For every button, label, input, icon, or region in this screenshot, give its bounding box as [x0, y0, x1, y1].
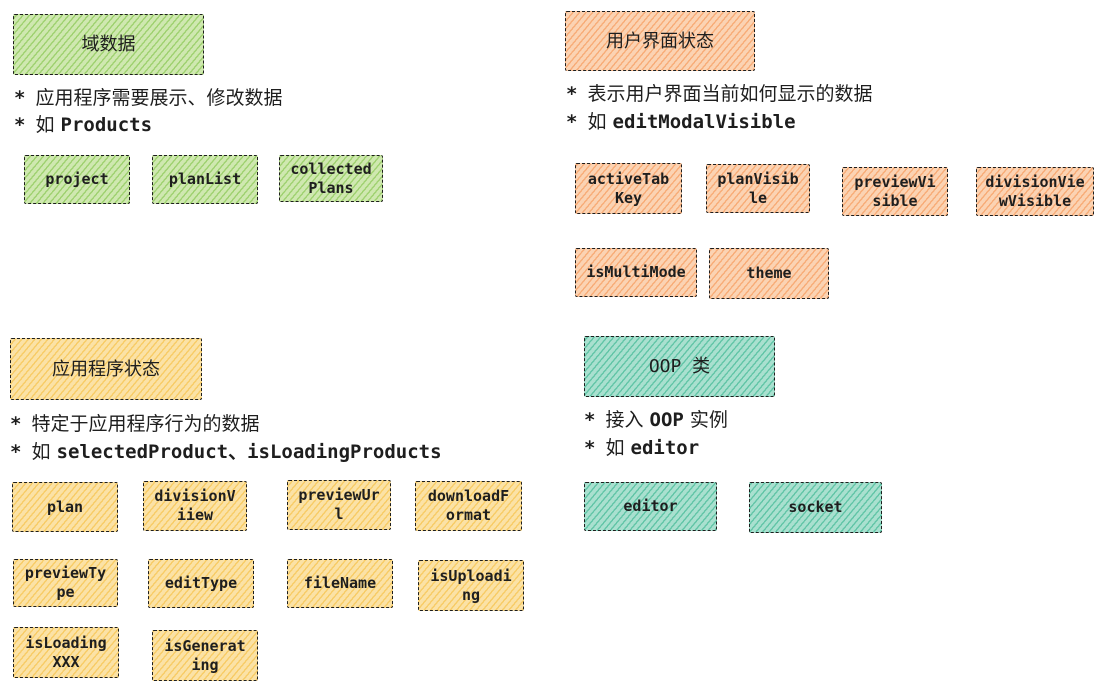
oop-note-2: *如 editor	[584, 437, 700, 459]
domain-item-planlist: planList	[152, 155, 258, 204]
ui-item-theme: theme	[709, 248, 829, 299]
domain-data-title: 域数据	[13, 14, 204, 75]
app-state-note-1: *特定于应用程序行为的数据	[10, 413, 260, 435]
ui-item-division-view-visible: divisionVie wVisible	[976, 167, 1094, 216]
domain-item-collected-plans: collected Plans	[279, 155, 383, 202]
oop-note-1: *接入 OOP 实例	[584, 409, 728, 431]
bullet-star: *	[584, 437, 596, 459]
ui-state-note-1: *表示用户界面当前如何显示的数据	[566, 83, 873, 105]
app-item-preview-url: previewUr l	[287, 480, 391, 530]
bullet-star: *	[14, 114, 26, 136]
ui-item-preview-visible: previewVi sible	[842, 167, 948, 216]
app-item-is-uploading: isUploadi ng	[418, 560, 524, 611]
bullet-star: *	[566, 83, 578, 105]
bullet-star: *	[10, 441, 22, 463]
oop-item-socket: socket	[749, 482, 882, 533]
domain-data-note-2: *如 Products	[14, 114, 153, 136]
oop-item-editor: editor	[584, 482, 717, 531]
app-item-file-name: fileName	[287, 559, 393, 608]
ui-item-active-tab-key: activeTab Key	[575, 163, 682, 214]
app-item-plan: plan	[12, 482, 118, 532]
app-state-note-2: *如 selectedProduct、isLoadingProducts	[10, 441, 442, 463]
app-item-preview-type: previewTy pe	[13, 559, 118, 607]
domain-data-note-1: *应用程序需要展示、修改数据	[14, 87, 283, 109]
ui-item-plan-visible: planVisib le	[706, 164, 810, 213]
app-item-is-generating: isGenerat ing	[152, 630, 258, 681]
bullet-star: *	[584, 409, 596, 431]
app-item-is-loading-xxx: isLoading XXX	[13, 627, 119, 678]
ui-state-title: 用户界面状态	[565, 11, 755, 71]
app-item-edit-type: editType	[148, 559, 254, 608]
bullet-star: *	[14, 87, 26, 109]
ui-state-note-2: *如 editModalVisible	[566, 111, 796, 133]
bullet-star: *	[10, 413, 22, 435]
app-item-download-format: downloadF ormat	[415, 481, 522, 531]
app-item-division-view: divisionV iiew	[143, 481, 247, 531]
oop-class-title: OOP 类	[584, 336, 775, 397]
app-state-title: 应用程序状态	[10, 338, 202, 400]
bullet-star: *	[566, 111, 578, 133]
domain-item-project: project	[24, 155, 130, 204]
ui-item-is-multi-mode: isMultiMode	[575, 248, 697, 297]
